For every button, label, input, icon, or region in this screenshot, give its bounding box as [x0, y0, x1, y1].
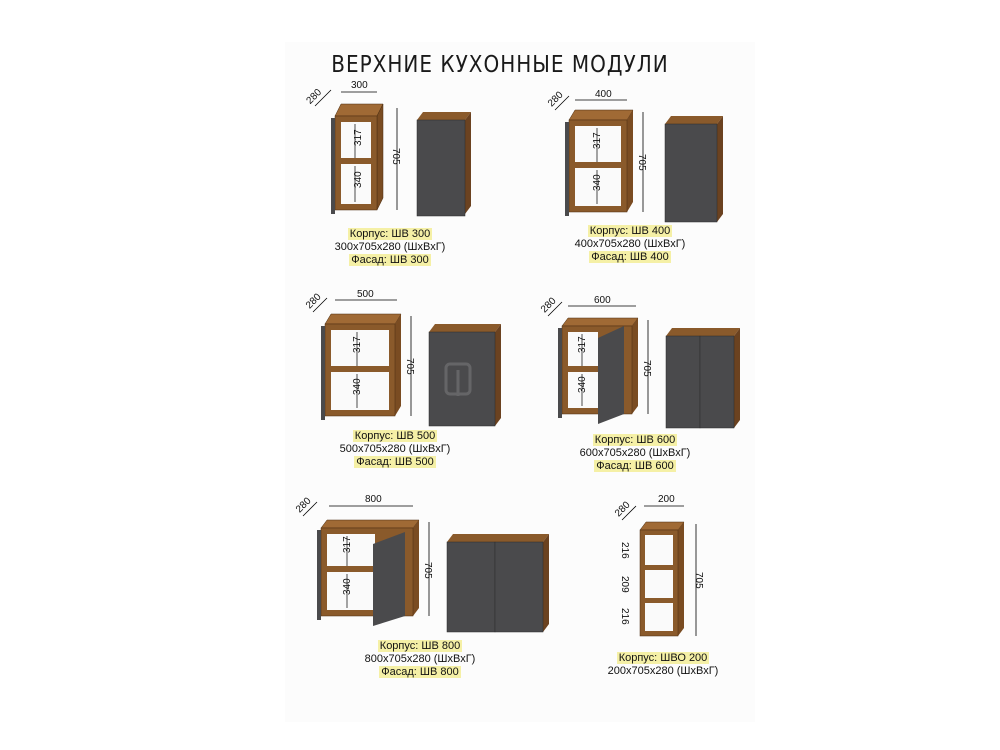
fasad-label: Фасад: ШВ 300 [349, 254, 431, 266]
fasad-label: Фасад: ШВ 400 [589, 251, 671, 263]
shelf-top-label: 317 [577, 336, 588, 353]
shelf-bottom-label: 340 [353, 171, 364, 188]
shelf-top-label: 317 [342, 536, 353, 553]
size-label: 400х705х280 (ШхВхГ) [574, 238, 686, 250]
shvo200-drawing: 280 200 216 209 216 705 [613, 494, 704, 637]
shv500-captions: Корпус: ШВ 500 500х705х280 (ШхВхГ) Фасад… [325, 430, 465, 469]
section-top-label: 216 [619, 542, 630, 559]
shv800-drawing: 280 800 317 340 705 [294, 494, 549, 633]
depth-label: 280 [613, 499, 633, 519]
size-label: 600х705х280 (ШхВхГ) [579, 447, 691, 459]
height-label: 705 [693, 572, 704, 589]
shelf-top-label: 317 [592, 132, 603, 149]
section-middle-label: 209 [619, 576, 630, 593]
fasad-label: Фасад: ШВ 600 [594, 460, 676, 472]
width-label: 800 [365, 494, 382, 505]
shelf-top-label: 317 [352, 336, 363, 353]
fasad-label: Фасад: ШВ 800 [379, 666, 461, 678]
korpus-label: Корпус: ШВО 200 [616, 652, 710, 664]
korpus-label: Корпус: ШВ 800 [377, 640, 463, 652]
shelf-top-label: 317 [353, 129, 364, 146]
shelf-bottom-label: 340 [577, 376, 588, 393]
height-label: 705 [636, 154, 647, 171]
korpus-label: Корпус: ШВ 300 [347, 228, 433, 240]
fasad-label: Фасад: ШВ 500 [354, 456, 436, 468]
shv400-captions: Корпус: ШВ 400 400х705х280 (ШхВхГ) Фасад… [555, 225, 705, 264]
size-label: 500х705х280 (ШхВхГ) [339, 443, 451, 455]
shv800-captions: Корпус: ШВ 800 800х705х280 (ШхВхГ) Фасад… [340, 640, 500, 679]
width-label: 300 [351, 80, 368, 91]
shv600-drawing: 280 600 317 340 705 [539, 295, 740, 429]
height-label: 705 [404, 358, 415, 375]
size-label: 200х705х280 (ШхВхГ) [607, 665, 719, 677]
depth-label: 280 [294, 495, 314, 515]
height-label: 705 [422, 562, 433, 579]
korpus-label: Корпус: ШВ 500 [352, 430, 438, 442]
section-bottom-label: 216 [619, 608, 630, 625]
shv300-captions: Корпус: ШВ 300 300х705х280 (ШхВхГ) Фасад… [330, 228, 450, 267]
depth-label: 280 [546, 89, 566, 109]
depth-label: 280 [304, 291, 324, 311]
shv300-drawing: 280 300 317 340 705 [305, 80, 471, 217]
depth-label: 280 [539, 295, 559, 315]
korpus-label: Корпус: ШВ 400 [587, 225, 673, 237]
shelf-bottom-label: 340 [352, 378, 363, 395]
size-label: 300х705х280 (ШхВхГ) [334, 241, 446, 253]
shvo200-captions: Корпус: ШВО 200 200х705х280 (ШхВхГ) [588, 652, 738, 678]
width-label: 600 [594, 295, 611, 306]
height-label: 705 [390, 148, 401, 165]
page-title: ВЕРХНИЕ КУХОННЫЕ МОДУЛИ [331, 50, 669, 78]
watermark-logo [444, 362, 472, 396]
korpus-label: Корпус: ШВ 600 [592, 434, 678, 446]
width-label: 500 [357, 289, 374, 300]
shv500-drawing: 280 500 317 340 705 [304, 289, 501, 427]
shelf-bottom-label: 340 [342, 578, 353, 595]
width-label: 400 [595, 89, 612, 100]
size-label: 800х705х280 (ШхВхГ) [364, 653, 476, 665]
shelf-bottom-label: 340 [592, 174, 603, 191]
height-label: 705 [641, 360, 652, 377]
width-label: 200 [658, 494, 675, 505]
depth-label: 280 [305, 87, 325, 107]
shv600-captions: Корпус: ШВ 600 600х705х280 (ШхВхГ) Фасад… [560, 434, 710, 473]
shv400-drawing: 280 400 317 340 705 [546, 89, 723, 223]
